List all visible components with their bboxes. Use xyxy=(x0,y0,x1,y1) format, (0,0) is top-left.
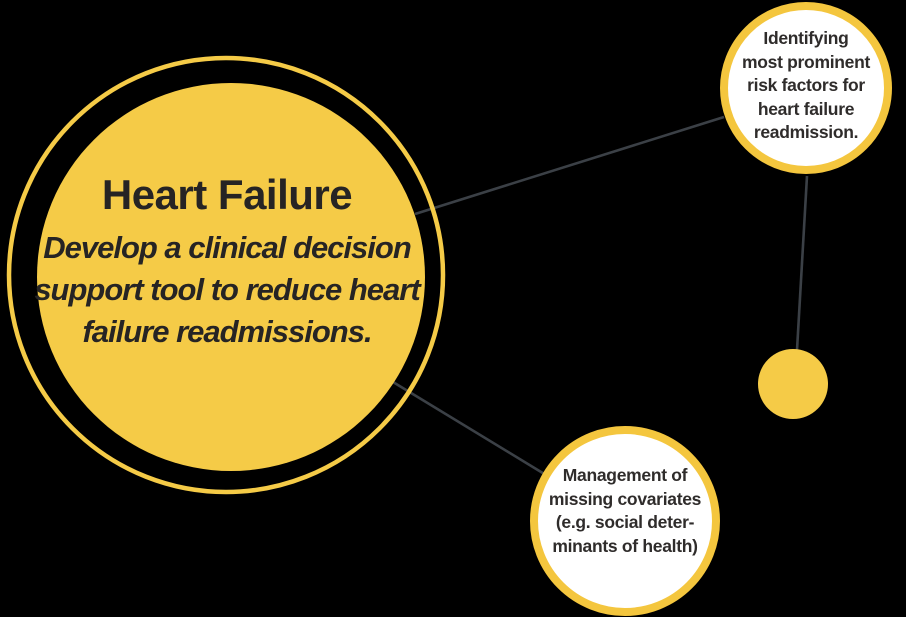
risk-factors-node-label: Identifying most prominent risk factors … xyxy=(716,27,896,145)
risk-factors-label-line: readmission. xyxy=(753,122,859,142)
risk-factors-label-line: Identifying xyxy=(763,28,849,48)
main-circle-outer-ring xyxy=(6,55,446,495)
missing-covariates-label-line: missing covariates xyxy=(548,488,702,509)
risk-factors-circle xyxy=(720,2,892,174)
missing-covariates-label-line: Management of xyxy=(562,465,688,485)
risk-factors-label-line: most prominent xyxy=(741,51,871,72)
risk-factors-label-line: heart failure xyxy=(757,98,855,119)
risk-factors-label-line: risk factors for xyxy=(747,75,865,95)
dot-circle xyxy=(758,349,828,419)
missing-covariates-circle xyxy=(530,426,720,616)
main-node-subtitle-line: support tool to reduce heart xyxy=(34,272,420,307)
connector-risk-to-dot xyxy=(795,175,809,351)
main-node-subtitle-line: Develop a clinical decision xyxy=(43,230,412,265)
connector-main-to-covariates xyxy=(392,380,547,477)
missing-covariates-label-line: minants of health) xyxy=(552,535,698,556)
main-circle xyxy=(37,83,425,471)
main-node-subtitle-line: failure readmissions. xyxy=(82,314,372,349)
main-node-title: Heart Failure xyxy=(101,171,353,218)
missing-covariates-label-line: (e.g. social deter- xyxy=(555,512,695,532)
main-node-subtitle: Develop a clinical decision support tool… xyxy=(7,227,447,353)
missing-covariates-node-label: Management of missing covariates (e.g. s… xyxy=(528,464,722,558)
connector-main-to-risk xyxy=(414,115,725,216)
